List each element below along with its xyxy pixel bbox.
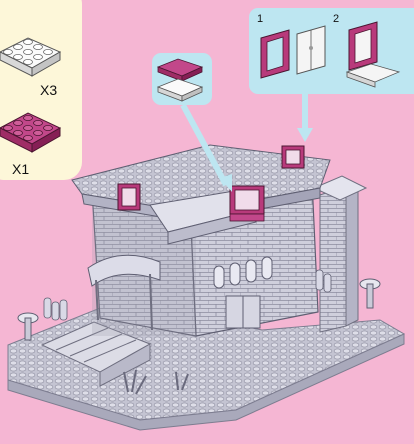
parts-quantity-white-plate: X3: [40, 83, 57, 97]
sub-steps-illustration: [249, 8, 414, 94]
roof-window-right: [282, 146, 304, 168]
white-window-pane-icon: [297, 26, 325, 74]
parts-quantity-magenta-plate: X1: [12, 162, 29, 176]
magenta-window-frame-icon: [261, 30, 289, 78]
sub-steps-panel: 1 2: [249, 8, 414, 94]
bottles-left: [44, 298, 67, 320]
callout-arrow-right: [297, 128, 313, 142]
callout-panel: [152, 53, 212, 105]
stacked-plates-icon: [152, 53, 212, 105]
house-body: [72, 145, 330, 336]
roof-window-left: [118, 184, 140, 210]
gate-pillar: [314, 176, 366, 332]
assembled-window-icon: [347, 22, 399, 87]
white-plate-2x4-icon: [0, 38, 60, 76]
roof-window-center: [230, 186, 264, 221]
magenta-plate-2x4-icon: [0, 113, 60, 152]
street-lamp-right: [360, 279, 380, 308]
